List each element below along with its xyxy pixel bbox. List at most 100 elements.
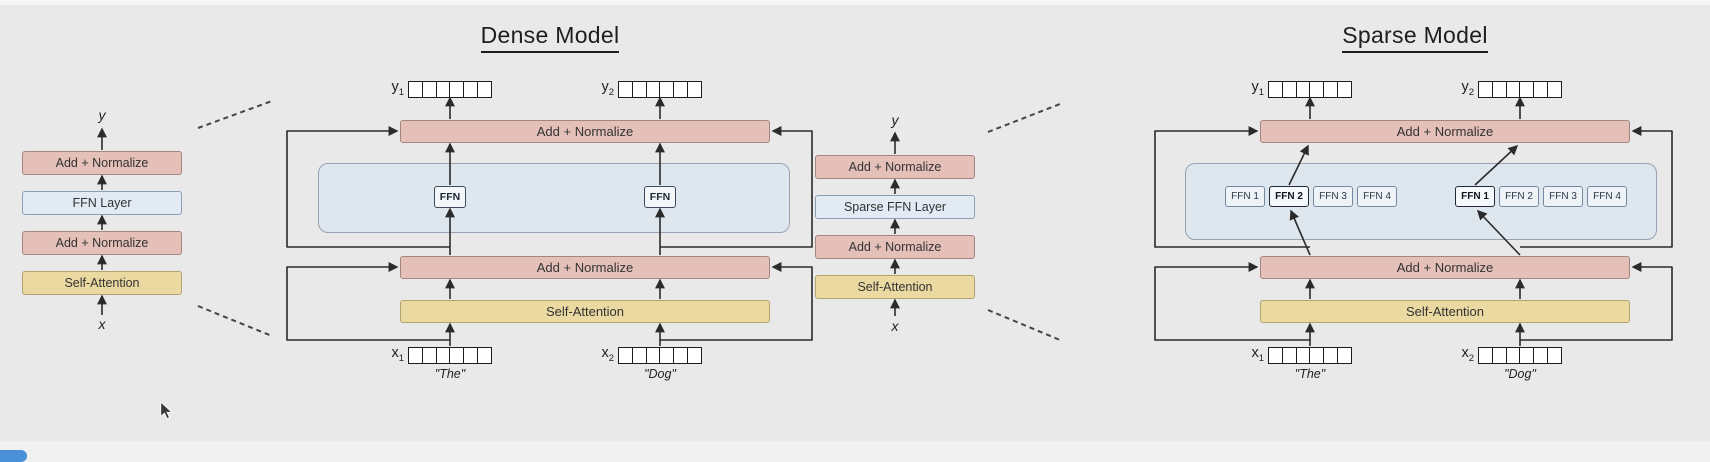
token-grid-cell xyxy=(1281,348,1296,363)
sparse-mini-layer-self-attention: Self-Attention xyxy=(815,275,975,299)
dense-mini-layer-add-normalize-bottom: Add + Normalize xyxy=(22,231,182,255)
label-base: y xyxy=(1461,79,1469,95)
dense-x1-label: x1 xyxy=(368,345,404,364)
dense-model-title-text: Dense Model xyxy=(480,22,620,53)
dense-mini-input-label: x xyxy=(98,316,106,332)
token-grid-cell xyxy=(1337,348,1351,363)
label-sub: 1 xyxy=(1258,352,1264,364)
label-sub: 1 xyxy=(1258,86,1264,98)
dense-mini-output-label: y xyxy=(98,107,106,123)
token-grid-cell xyxy=(463,348,477,363)
sparse-mini-layer-add-normalize-bottom: Add + Normalize xyxy=(815,235,975,259)
expert-group1-ffn-3: FFN 3 xyxy=(1313,186,1353,207)
label-sub: 2 xyxy=(608,86,614,98)
token-grid-cell xyxy=(1505,348,1520,363)
label-base: y xyxy=(391,79,399,95)
bottom-strip xyxy=(0,441,1710,462)
token-grid-cell xyxy=(421,348,436,363)
token-grid-cell xyxy=(1269,348,1282,363)
label-sub: 2 xyxy=(1468,86,1474,98)
token-grid xyxy=(1268,347,1352,364)
sparse-model-title: Sparse Model xyxy=(1300,22,1530,53)
sparse-mini-layer-sparse-ffn: Sparse FFN Layer xyxy=(815,195,975,219)
label-base: y xyxy=(1251,79,1259,95)
token-grid-cell xyxy=(1533,82,1547,97)
token-grid xyxy=(408,81,492,98)
token-grid-cell xyxy=(463,82,477,97)
token-grid-cell xyxy=(1295,82,1310,97)
token-grid-cell xyxy=(645,348,660,363)
token-grid-cell xyxy=(1479,348,1492,363)
dense-add-normalize-top: Add + Normalize xyxy=(400,120,770,143)
token-grid xyxy=(1478,81,1562,98)
token-grid-cell xyxy=(687,348,701,363)
token-grid-cell xyxy=(673,82,687,97)
expert-group1-ffn-1: FFN 1 xyxy=(1225,186,1265,207)
token-grid-cell xyxy=(631,348,646,363)
dense-model-title: Dense Model xyxy=(440,22,660,53)
expert-group1-ffn-4: FFN 4 xyxy=(1357,186,1397,207)
token-grid-cell xyxy=(1491,348,1506,363)
token-grid-cell xyxy=(1491,82,1506,97)
token-grid-cell xyxy=(1323,348,1337,363)
label-sub: 1 xyxy=(398,352,404,364)
sparse-x2-label: x2 xyxy=(1438,345,1474,364)
top-strip xyxy=(0,0,1710,5)
label-sub: 1 xyxy=(398,86,404,98)
token-grid xyxy=(618,347,702,364)
expert-group2-ffn-4: FFN 4 xyxy=(1587,186,1627,207)
dense-y1-label: y1 xyxy=(368,79,404,98)
sparse-y2-label: y2 xyxy=(1438,79,1474,98)
token-grid-cell xyxy=(1309,348,1323,363)
dense-add-normalize-mid: Add + Normalize xyxy=(400,256,770,279)
token-grid-cell xyxy=(659,348,673,363)
token-grid xyxy=(1268,81,1352,98)
video-progress-bar[interactable] xyxy=(0,450,27,462)
token-grid-cell xyxy=(1479,82,1492,97)
expert-group2-ffn-2: FFN 2 xyxy=(1499,186,1539,207)
token-grid-cell xyxy=(1309,82,1323,97)
token-grid xyxy=(408,347,492,364)
token-grid-cell xyxy=(659,82,673,97)
token-grid-cell xyxy=(619,348,632,363)
dense-ffn-box-1: FFN xyxy=(434,186,466,208)
sparse-mini-layer-add-normalize-top: Add + Normalize xyxy=(815,155,975,179)
label-base: x xyxy=(1461,345,1469,361)
sparse-x1-label: x1 xyxy=(1228,345,1264,364)
token-grid-cell xyxy=(619,82,632,97)
token-grid-cell xyxy=(645,82,660,97)
token-grid-cell xyxy=(1323,82,1337,97)
token-grid-cell xyxy=(673,348,687,363)
dense-y2-label: y2 xyxy=(578,79,614,98)
token-grid xyxy=(618,81,702,98)
label-base: y xyxy=(601,79,609,95)
dense-token-word-1: "The" xyxy=(434,367,466,381)
label-sub: 2 xyxy=(608,352,614,364)
token-grid-cell xyxy=(1547,82,1561,97)
token-grid-cell xyxy=(1505,82,1520,97)
token-grid-cell xyxy=(409,82,422,97)
token-grid-cell xyxy=(1281,82,1296,97)
dense-ffn-box-2: FFN xyxy=(644,186,676,208)
dense-mini-layer-ffn: FFN Layer xyxy=(22,191,182,215)
sparse-y1-label: y1 xyxy=(1228,79,1264,98)
sparse-self-attention: Self-Attention xyxy=(1260,300,1630,323)
label-sub: 2 xyxy=(1468,352,1474,364)
token-grid-cell xyxy=(435,348,450,363)
dense-mini-layer-self-attention: Self-Attention xyxy=(22,271,182,295)
token-grid-cell xyxy=(1295,348,1310,363)
token-grid-cell xyxy=(1337,82,1351,97)
sparse-mini-output-label: y xyxy=(891,112,899,128)
token-grid-cell xyxy=(1519,82,1533,97)
token-grid-cell xyxy=(1519,348,1533,363)
label-base: x xyxy=(1251,345,1259,361)
sparse-token-word-2: "Dog" xyxy=(1504,367,1536,381)
sparse-token-word-1: "The" xyxy=(1294,367,1326,381)
token-grid-cell xyxy=(1269,82,1282,97)
token-grid-cell xyxy=(631,82,646,97)
token-grid-cell xyxy=(449,348,463,363)
expert-group2-ffn-3: FFN 3 xyxy=(1543,186,1583,207)
expert-group2-ffn-1: FFN 1 xyxy=(1455,186,1495,207)
token-grid-cell xyxy=(687,82,701,97)
dense-ffn-panel xyxy=(318,163,790,233)
